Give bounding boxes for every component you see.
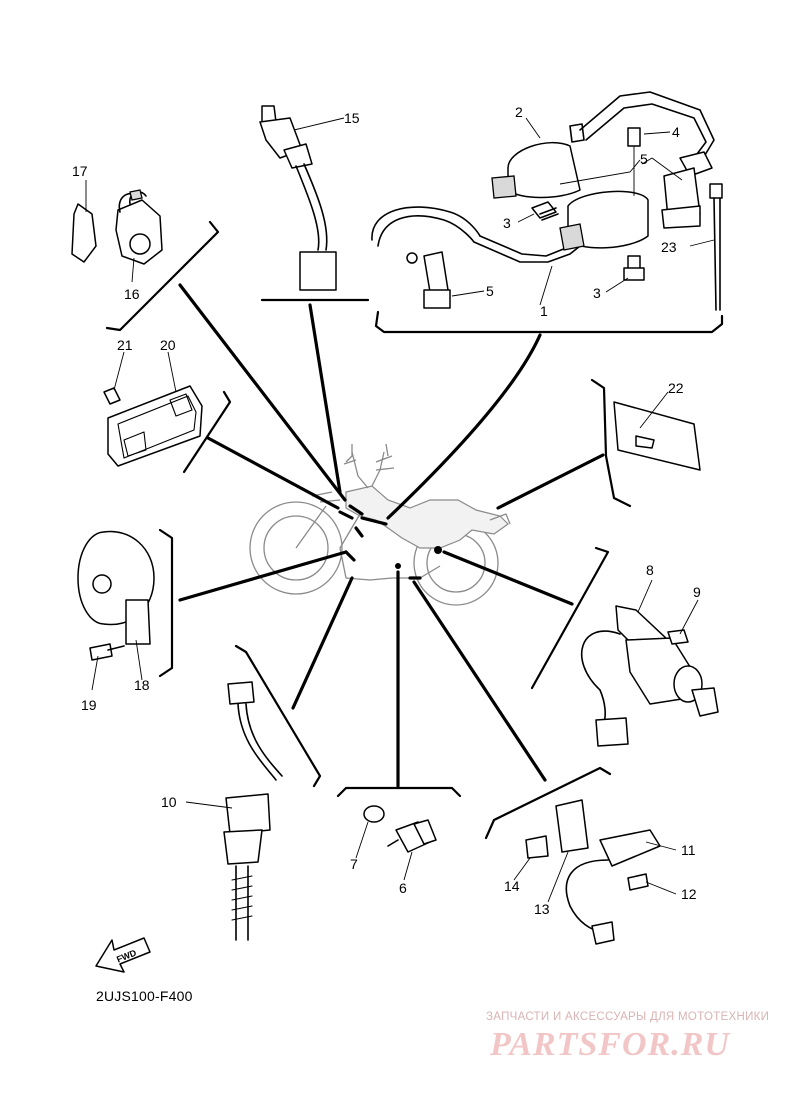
- callout-14: 14: [504, 878, 520, 894]
- callout-9: 9: [693, 584, 701, 600]
- callout-12: 12: [681, 886, 697, 902]
- part-main-switch: [580, 605, 719, 747]
- callout-23: 23: [661, 239, 677, 255]
- callout-22: 22: [668, 380, 684, 396]
- part-front-brake-switch: [259, 105, 337, 291]
- callout-3-upper: 3: [503, 215, 511, 231]
- callout-20: 20: [160, 337, 176, 353]
- callout-5-lower: 5: [486, 283, 494, 299]
- part-rear-brake-switch: [525, 799, 661, 945]
- part-handlebar-switch: [71, 189, 163, 265]
- part-bolt-coil: [531, 201, 645, 281]
- leader-lines: [178, 283, 605, 788]
- part-cable-tie: [709, 183, 723, 311]
- callout-numbers: 2 4 5 3 23 5 3 1 15 17 16 21 20 22 8 9 1…: [72, 104, 701, 917]
- part-ignition-coil-lower: [559, 127, 649, 251]
- part-switch-sender: [223, 681, 283, 941]
- callout-15: 15: [344, 110, 360, 126]
- callout-3-lower: 3: [593, 285, 601, 301]
- part-horn: [77, 530, 155, 661]
- part-high-tension-lead: [371, 206, 581, 309]
- callout-7: 7: [350, 856, 358, 872]
- callout-11: 11: [681, 842, 696, 858]
- callout-13: 13: [534, 901, 550, 917]
- callout-4: 4: [672, 124, 680, 140]
- part-side-reflector: [613, 401, 701, 471]
- callout-8: 8: [646, 562, 654, 578]
- callout-5-upper: 5: [640, 151, 648, 167]
- watermark-brand: PARTSFOR.RU: [490, 1026, 730, 1063]
- diagram-reference-code: 2UJS100-F400: [96, 988, 193, 1004]
- callout-17: 17: [72, 163, 88, 179]
- part-rear-reflector: [103, 385, 203, 467]
- watermark-tagline: ЗАПЧАСТИ И АКСЕССУАРЫ ДЛЯ МОТОТЕХНИКИ: [486, 1011, 770, 1023]
- fwd-arrow-icon: FWD: [95, 937, 151, 973]
- part-ignition-coil-upper: [491, 91, 715, 229]
- callout-19: 19: [81, 697, 97, 713]
- callout-21: 21: [117, 337, 133, 353]
- motorcycle-silhouette: [249, 443, 511, 606]
- callout-1: 1: [540, 303, 548, 319]
- callout-2: 2: [515, 104, 523, 120]
- callout-leaders: [85, 117, 715, 903]
- part-sensor: [363, 805, 437, 853]
- group-brackets: [105, 220, 724, 840]
- callout-16: 16: [124, 286, 140, 302]
- callout-18: 18: [134, 677, 150, 693]
- callout-6: 6: [399, 880, 407, 896]
- callout-10: 10: [161, 794, 177, 810]
